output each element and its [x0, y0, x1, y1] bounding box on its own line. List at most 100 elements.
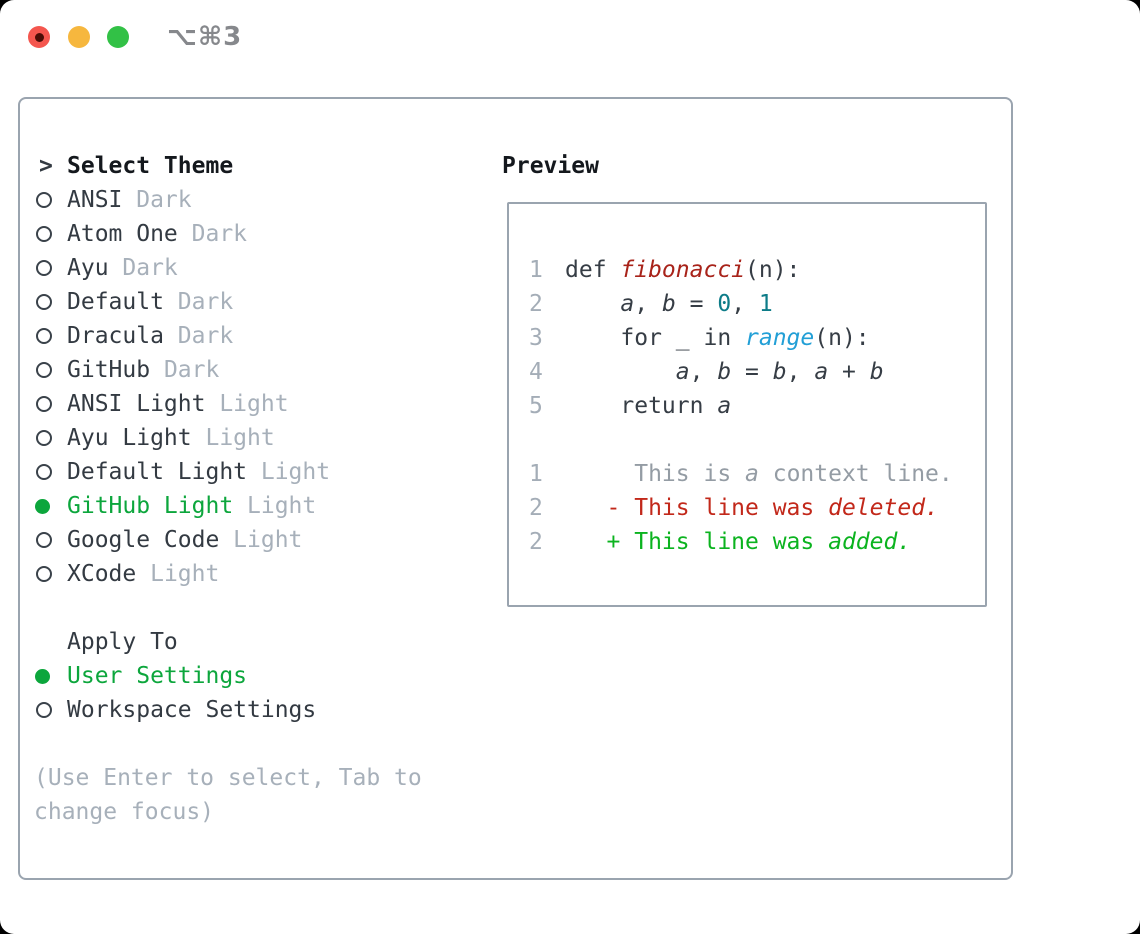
code-token: = [731, 359, 773, 385]
code-token: b [869, 359, 884, 385]
theme-variant: Dark [177, 289, 234, 315]
radio-glyph [36, 294, 52, 310]
code-token: (n): [745, 257, 801, 283]
code-text: - This line was deleted. [565, 495, 939, 521]
code-token: fibonacci [620, 257, 746, 283]
line-number: 4 [529, 359, 543, 385]
code-token [565, 291, 620, 317]
code-token: a [717, 393, 732, 419]
theme-variant: Light [150, 561, 220, 587]
minimize-button[interactable] [68, 26, 90, 48]
radio-unselected-icon [34, 260, 67, 276]
code-token: a [745, 461, 759, 487]
keyboard-hint-text: (Use Enter to select, Tab to [34, 765, 422, 791]
preview-code-line: 3 for _ in range(n): [529, 321, 985, 355]
apply-to-option[interactable]: Workspace Settings [34, 693, 484, 727]
code-token: def [565, 257, 621, 283]
code-token: deleted. [828, 495, 939, 521]
radio-glyph [36, 328, 52, 344]
radio-unselected-icon [34, 430, 67, 446]
radio-unselected-icon [34, 362, 67, 378]
zoom-button[interactable] [107, 26, 129, 48]
radio-unselected-icon [34, 294, 67, 310]
preview-code-line: 1 def fibonacci(n): [529, 253, 985, 287]
theme-name: GitHub [67, 357, 151, 383]
spacer-row [34, 591, 484, 625]
code-token: b [717, 359, 732, 385]
code-token [565, 495, 607, 521]
preview-code-line: 2 a, b = 0, 1 [529, 287, 985, 321]
spacer-row [34, 727, 484, 761]
theme-name: Atom One [67, 221, 178, 247]
theme-variant: Dark [122, 255, 178, 281]
radio-glyph [36, 192, 52, 208]
radio-unselected-icon [34, 464, 67, 480]
code-text: a, b = 0, 1 [565, 291, 772, 317]
close-button[interactable] [28, 26, 50, 48]
preview-code-line: 4 a, b = b, a + b [529, 355, 985, 389]
theme-name: GitHub Light [67, 493, 234, 519]
apply-to-option[interactable]: User Settings [34, 659, 484, 693]
theme-list-header: >Select Theme [34, 149, 484, 183]
apply-to-header-label: Apply To [67, 629, 178, 655]
theme-name: Google Code [67, 527, 220, 553]
line-number: 1 [529, 257, 543, 283]
theme-list-item[interactable]: Default Dark [34, 285, 484, 319]
preview-diff-line: 2 + This line was added. [529, 525, 985, 559]
radio-glyph [36, 362, 52, 378]
radio-glyph [36, 226, 52, 242]
code-token [565, 529, 607, 555]
radio-unselected-icon [34, 328, 67, 344]
code-token: b [661, 291, 676, 317]
apply-to-header: Apply To [34, 625, 484, 659]
theme-variant: Dark [177, 323, 234, 349]
code-token: This is [565, 461, 746, 487]
code-text: for _ in range(n): [565, 325, 870, 351]
code-token: return [565, 393, 718, 419]
code-token: + [828, 359, 870, 385]
theme-name: Dracula [67, 323, 164, 349]
radio-selected-icon [34, 498, 67, 514]
theme-variant: Light [233, 527, 303, 553]
line-number: 1 [529, 461, 543, 487]
radio-unselected-icon [34, 532, 67, 548]
theme-variant: Light [260, 459, 331, 485]
window-title-shortcut: ⌥⌘3 [167, 22, 243, 52]
title-bar: ⌥⌘3 [0, 0, 1140, 74]
code-token: , [634, 291, 662, 317]
preview-code-line: 5 return a [529, 389, 985, 423]
radio-unselected-icon [34, 396, 67, 412]
code-token: (n): [814, 325, 870, 351]
theme-list-item[interactable]: Google Code Light [34, 523, 484, 557]
code-token: a [675, 359, 690, 385]
theme-variant: Dark [163, 357, 220, 383]
line-number: 2 [529, 529, 543, 555]
radio-unselected-icon [34, 192, 67, 208]
theme-variant: Light [205, 425, 275, 451]
theme-list-item[interactable]: Dracula Dark [34, 319, 484, 353]
code-token: 0 [717, 291, 732, 317]
theme-name: Default [67, 289, 164, 315]
radio-glyph [36, 702, 52, 718]
line-number: 2 [529, 495, 543, 521]
theme-name: ANSI Light [67, 391, 206, 417]
line-number: 3 [529, 325, 543, 351]
code-token: , [786, 359, 815, 385]
radio-glyph [35, 668, 50, 684]
radio-glyph [36, 430, 52, 446]
radio-unselected-icon [34, 566, 67, 582]
preview-diff-line: 1 This is a context line. [529, 457, 985, 491]
line-number: 5 [529, 393, 543, 419]
radio-glyph [36, 396, 52, 412]
theme-list-item[interactable]: GitHub Dark [34, 353, 484, 387]
